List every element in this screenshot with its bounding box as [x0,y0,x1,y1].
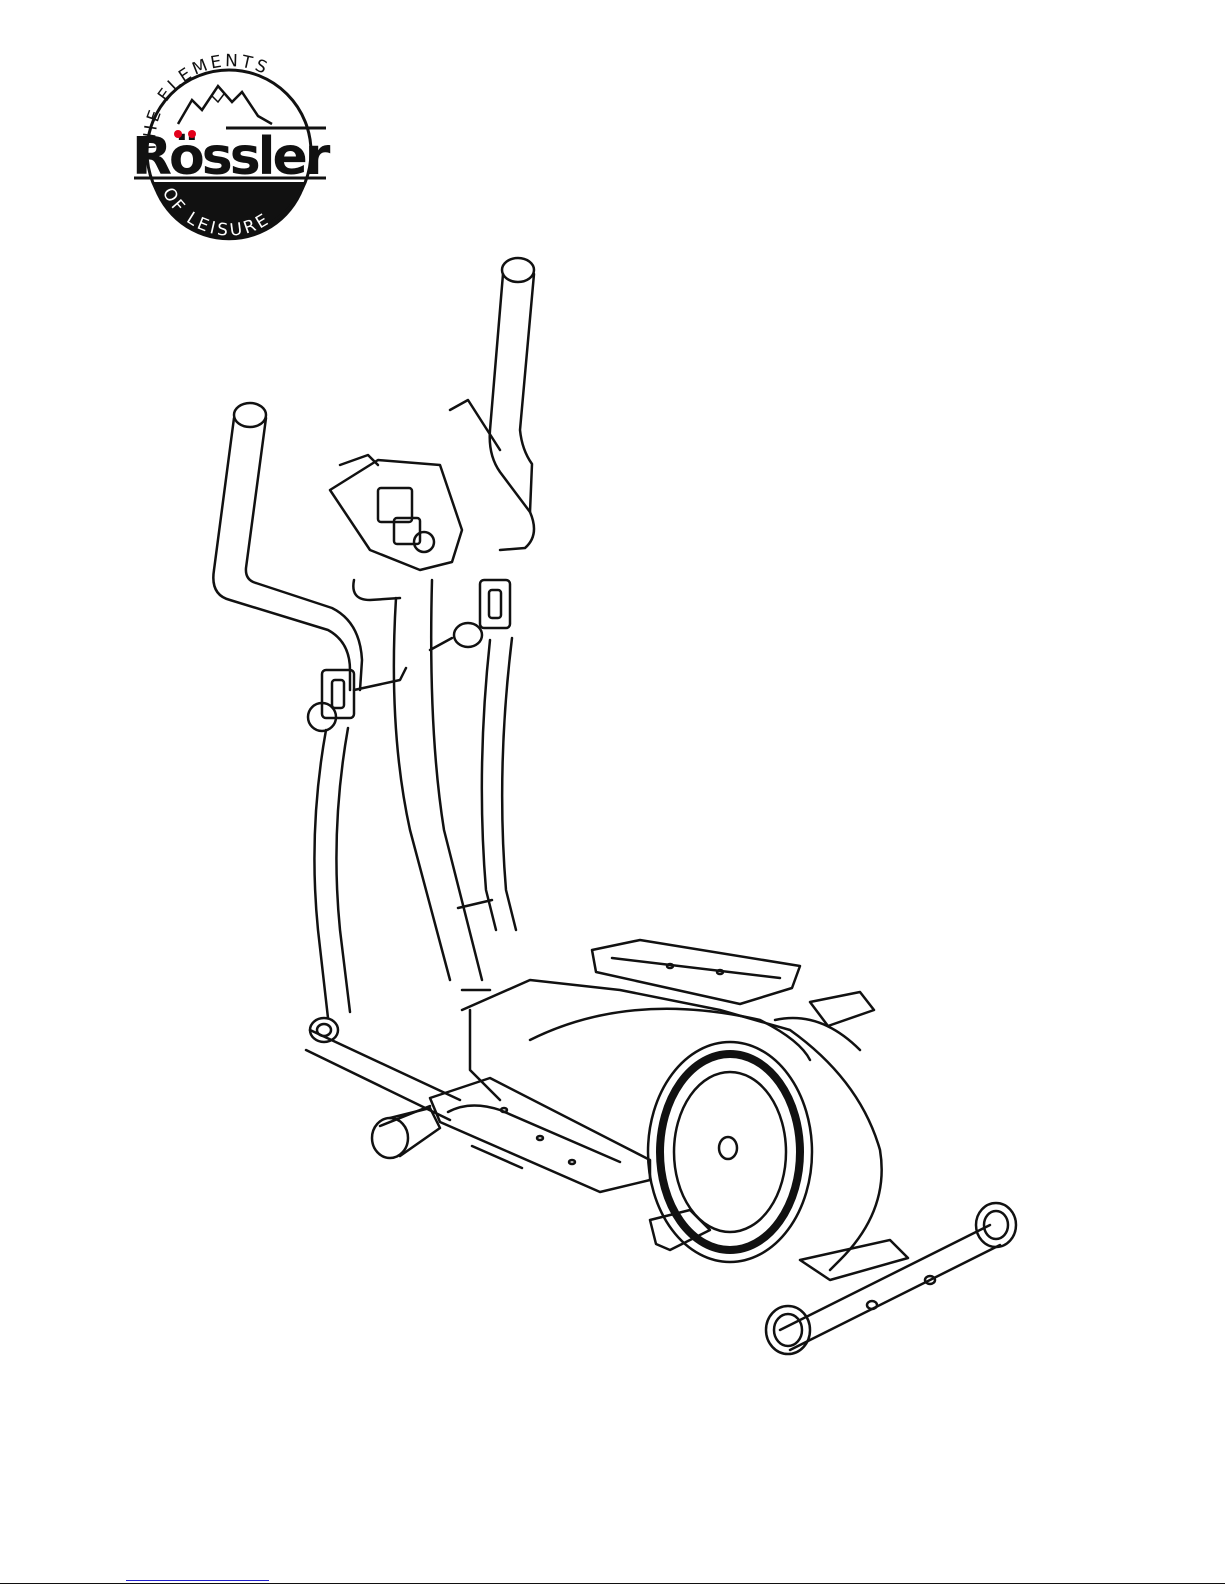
front-stabilizer [766,1203,1016,1354]
cross-trainer-drawing [200,250,1030,1360]
rear-stabilizer [306,1018,460,1158]
right-handlebar [430,258,534,930]
footer-link-underline [126,1580,269,1581]
elliptical-cross-trainer-icon [200,250,1030,1360]
console [330,455,462,600]
logo-umlaut-dot [188,130,196,138]
central-mast [394,580,492,990]
brand-logo: THE ELEMENTS Rössler OF LEISURE [126,52,332,242]
flywheel-housing [462,980,908,1280]
logo-wordmark: Rössler [132,127,331,187]
brand-logo-mark: THE ELEMENTS Rössler OF LEISURE [126,52,332,242]
footer-rule [0,1583,1225,1584]
logo-umlaut-dot [174,130,182,138]
